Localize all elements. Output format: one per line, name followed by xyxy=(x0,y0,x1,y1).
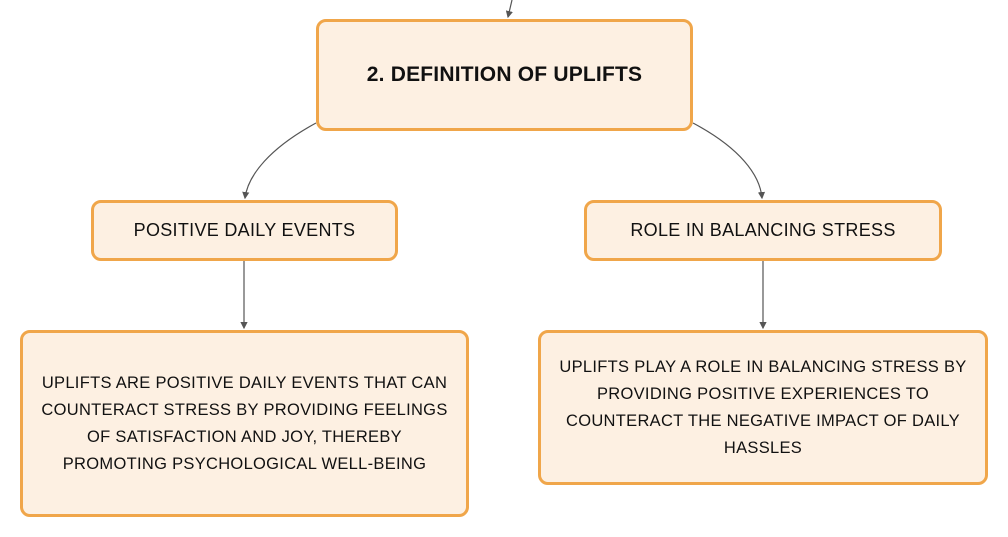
detail-node-text: UPLIFTS ARE POSITIVE DAILY EVENTS THAT C… xyxy=(41,373,448,473)
connector-root-to-balance xyxy=(692,122,766,200)
branch-node-label: POSITIVE DAILY EVENTS xyxy=(133,220,356,240)
connector-incoming xyxy=(505,0,513,19)
detail-node-positive-daily-events[interactable]: UPLIFTS ARE POSITIVE DAILY EVENTS THAT C… xyxy=(20,330,469,517)
branch-node-positive-daily-events[interactable]: POSITIVE DAILY EVENTS xyxy=(91,200,398,261)
branch-node-role-in-balancing-stress[interactable]: ROLE IN BALANCING STRESS xyxy=(584,200,942,261)
detail-node-role-in-balancing-stress[interactable]: UPLIFTS PLAY A ROLE IN BALANCING STRESS … xyxy=(538,330,988,485)
detail-node-text: UPLIFTS PLAY A ROLE IN BALANCING STRESS … xyxy=(559,357,967,457)
branch-node-label: ROLE IN BALANCING STRESS xyxy=(630,220,896,240)
root-node[interactable]: 2. DEFINITION OF UPLIFTS xyxy=(316,19,693,131)
connector-root-to-positive xyxy=(242,122,317,200)
root-node-label: 2. DEFINITION OF UPLIFTS xyxy=(366,63,643,86)
